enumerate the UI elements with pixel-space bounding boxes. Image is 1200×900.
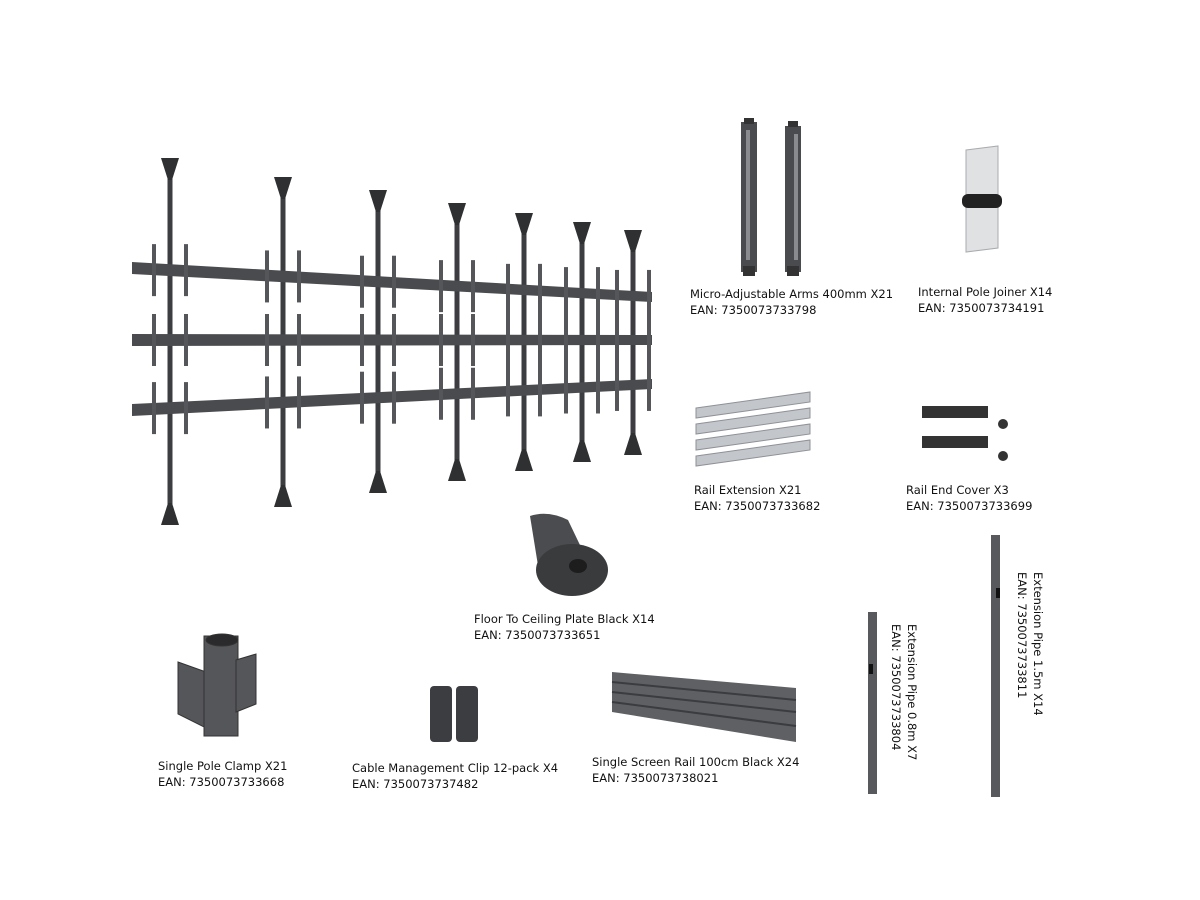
mounting-arm <box>596 361 600 414</box>
mounting-arm <box>596 267 600 320</box>
product-title: Floor To Ceiling Plate Black X14 <box>474 612 655 626</box>
floor-plate <box>515 449 533 471</box>
mounting-arm <box>538 364 542 417</box>
mounting-arm <box>471 260 475 313</box>
label-rail-end-cover: Rail End Cover X3 EAN: 7350073733699 <box>906 482 1032 514</box>
mounting-arm <box>615 314 619 366</box>
mounting-arm <box>184 382 188 435</box>
mounting-arm <box>439 367 443 420</box>
mounting-arm <box>471 314 475 366</box>
mounting-arm <box>506 263 510 316</box>
mounting-arm <box>265 376 269 429</box>
internal-pole-joiner-image <box>962 145 1002 253</box>
mounting-arm <box>564 314 568 366</box>
ceiling-plate <box>448 203 466 225</box>
floor-plate <box>369 471 387 493</box>
product-ean: EAN: 7350073738021 <box>592 771 719 785</box>
product-title: Micro-Adjustable Arms 400mm X21 <box>690 287 894 301</box>
mounting-arm <box>360 314 364 366</box>
mounting-arm <box>184 314 188 366</box>
product-ean: EAN: 7350073733798 <box>690 303 817 317</box>
product-title: Rail End Cover X3 <box>906 483 1009 497</box>
mounting-arm <box>297 376 301 429</box>
product-ean: EAN: 7350073733682 <box>694 499 821 513</box>
mounting-arm <box>596 314 600 366</box>
floor-plate <box>624 433 642 455</box>
mounting-arm <box>360 255 364 308</box>
single-pole-clamp-image <box>177 633 257 737</box>
mounting-arm <box>564 361 568 414</box>
mounting-arm <box>152 382 156 435</box>
mounting-arm <box>647 314 651 366</box>
mounting-arm <box>360 371 364 424</box>
ceiling-plate <box>161 158 179 180</box>
ceiling-plate <box>369 190 387 212</box>
mounting-arm <box>439 314 443 366</box>
mounting-arm <box>265 250 269 303</box>
product-ean: EAN: 7350073733668 <box>158 775 285 789</box>
label-cable-management-clip: Cable Management Clip 12-pack X4 EAN: 735… <box>352 760 558 792</box>
product-title: Extension Pipe 0.8m X7 <box>905 624 919 761</box>
mounting-arm <box>615 358 619 411</box>
mounting-arm <box>439 260 443 313</box>
mounting-arm <box>297 314 301 366</box>
mounting-arm <box>538 314 542 366</box>
ceiling-plate <box>274 177 292 199</box>
floor-to-ceiling-plate-image <box>530 513 608 596</box>
product-title: Single Pole Clamp X21 <box>158 759 288 773</box>
mounting-arm <box>647 358 651 411</box>
video-wall-floor-to-ceiling-assembly <box>132 158 652 525</box>
product-title: Extension Pipe 1.5m X14 <box>1031 572 1045 716</box>
mounting-arm <box>471 367 475 420</box>
mounting-arm <box>564 267 568 320</box>
product-ean: EAN: 7350073737482 <box>352 777 479 791</box>
micro-adjustable-arms-image <box>741 118 801 276</box>
mounting-arm <box>647 269 651 322</box>
product-title: Rail Extension X21 <box>694 483 802 497</box>
product-ean: EAN: 7350073733804 <box>889 624 903 751</box>
mounting-arm <box>615 269 619 322</box>
product-title: Internal Pole Joiner X14 <box>918 285 1053 299</box>
floor-plate <box>448 459 466 481</box>
mounting-arm <box>297 250 301 303</box>
product-ean: EAN: 7350073733811 <box>1015 572 1029 699</box>
mounting-arm <box>152 314 156 366</box>
product-title: Single Screen Rail 100cm Black X24 <box>592 755 800 769</box>
mounting-arm <box>392 371 396 424</box>
extension-pipe-08-image <box>868 612 877 794</box>
cable-management-clip-image <box>430 686 478 742</box>
floor-plate <box>161 503 179 525</box>
product-ean: EAN: 7350073733651 <box>474 628 601 642</box>
mounting-arm <box>392 255 396 308</box>
product-title: Cable Management Clip 12-pack X4 <box>352 761 559 775</box>
product-ean: EAN: 7350073734191 <box>918 301 1045 315</box>
extension-pipe-15-image <box>991 535 1000 797</box>
floor-plate <box>274 485 292 507</box>
mounting-arm <box>506 314 510 366</box>
rail-extension-image <box>695 391 811 467</box>
mounting-arm <box>538 263 542 316</box>
mounting-arm <box>265 314 269 366</box>
ceiling-plate <box>515 213 533 235</box>
mounting-arm <box>152 244 156 297</box>
rail-end-cover-image <box>922 406 1008 461</box>
ceiling-plate <box>573 222 591 244</box>
mounting-arm <box>392 314 396 366</box>
single-screen-rail-image <box>611 672 797 742</box>
mounting-arm <box>184 244 188 297</box>
product-ean: EAN: 7350073733699 <box>906 499 1033 513</box>
floor-plate <box>573 440 591 462</box>
mounting-arm <box>506 364 510 417</box>
ceiling-plate <box>624 230 642 252</box>
